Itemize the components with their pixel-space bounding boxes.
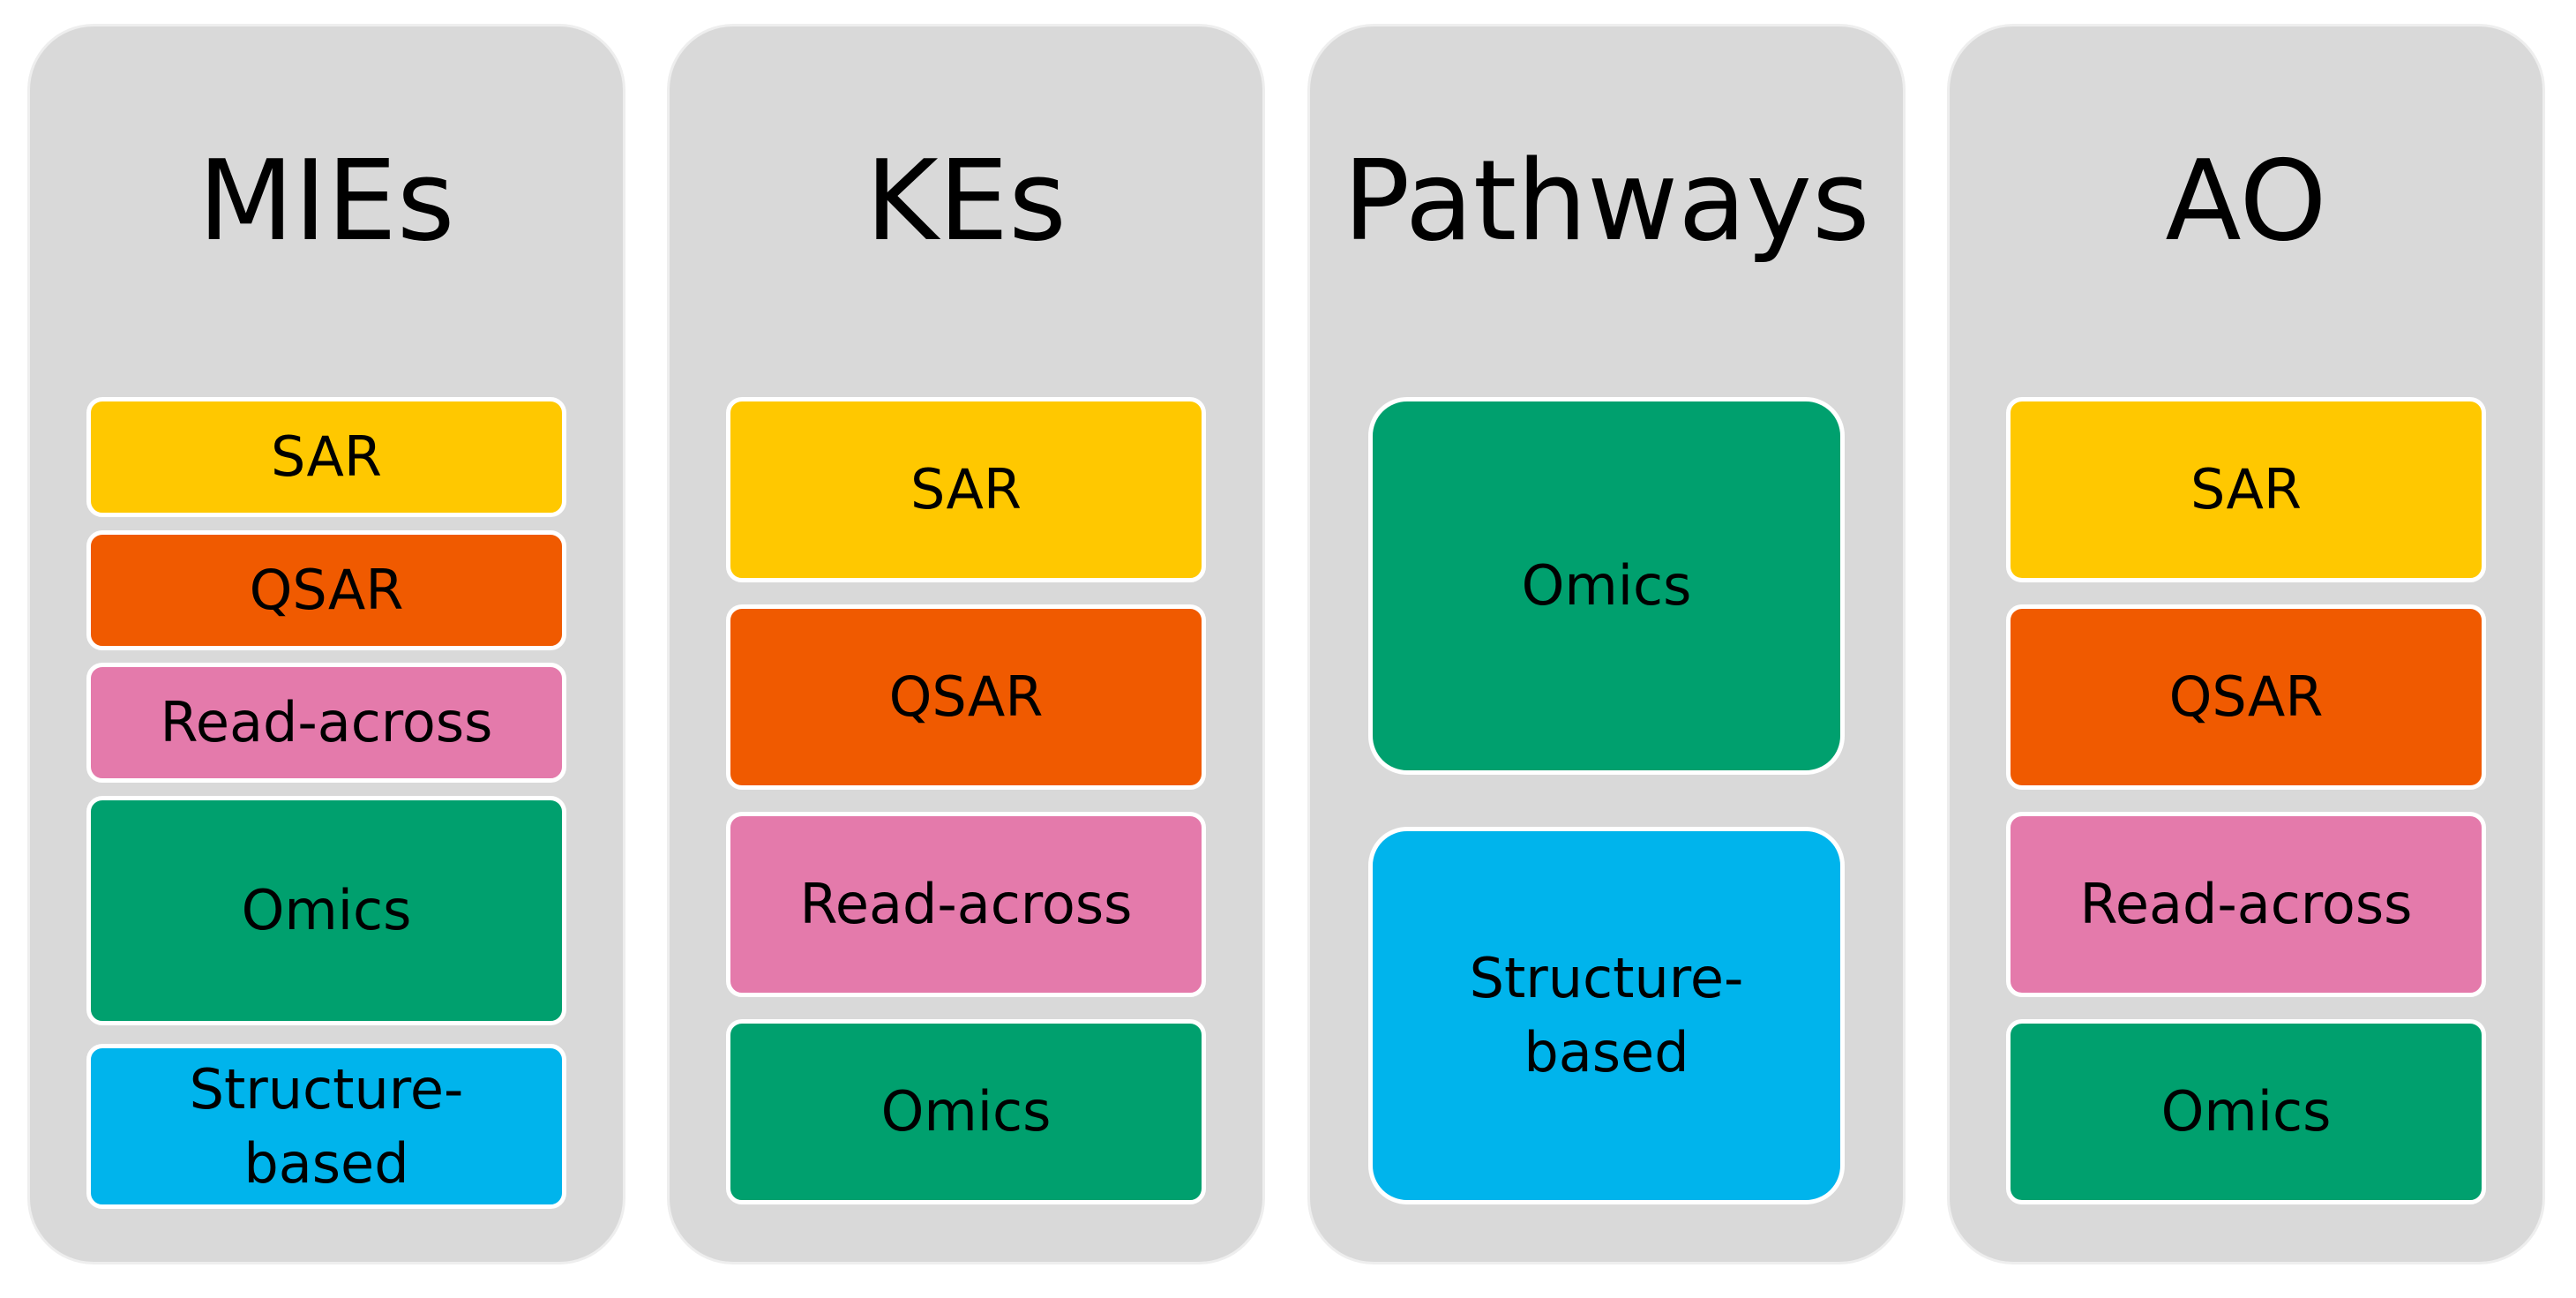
- method-box-structure-based: Structure- based: [86, 1044, 566, 1209]
- method-box-read-across: Read-across: [2006, 812, 2486, 997]
- column-title: Pathways: [1343, 136, 1870, 266]
- column-mies: MIEs SAR QSAR Read-across Omics Structur…: [30, 26, 623, 1262]
- column-title: MIEs: [198, 136, 455, 266]
- method-box-qsar: QSAR: [2006, 604, 2486, 790]
- method-box-omics: Omics: [1368, 397, 1845, 775]
- column-title: KEs: [865, 136, 1067, 266]
- method-box-sar: SAR: [86, 397, 566, 517]
- method-box-omics: Omics: [726, 1019, 1206, 1204]
- method-box-qsar: QSAR: [726, 604, 1206, 790]
- column-pathways: Pathways Omics Structure- based: [1310, 26, 1903, 1262]
- method-box-omics: Omics: [2006, 1019, 2486, 1204]
- column-kes: KEs SAR QSAR Read-across Omics: [670, 26, 1262, 1262]
- method-box-sar: SAR: [726, 397, 1206, 582]
- method-box-read-across: Read-across: [726, 812, 1206, 997]
- method-box-omics: Omics: [86, 796, 566, 1025]
- column-title: AO: [2165, 136, 2327, 266]
- method-box-sar: SAR: [2006, 397, 2486, 582]
- column-ao: AO SAR QSAR Read-across Omics: [1950, 26, 2542, 1262]
- method-box-qsar: QSAR: [86, 530, 566, 650]
- method-box-structure-based: Structure- based: [1368, 827, 1845, 1204]
- method-box-read-across: Read-across: [86, 663, 566, 783]
